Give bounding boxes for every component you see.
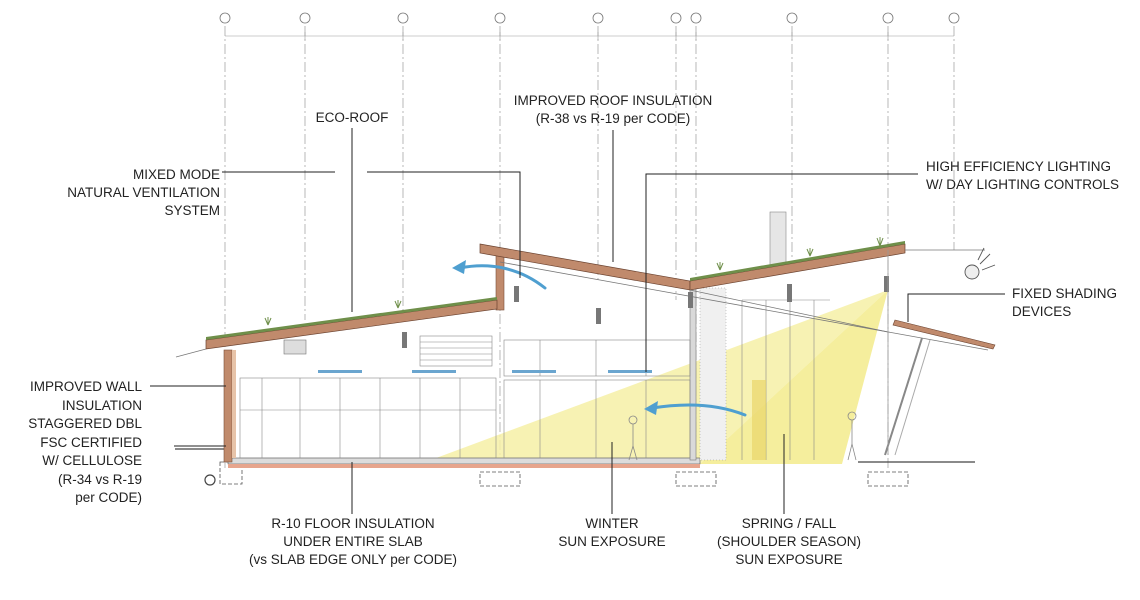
label-eco-roof: ECO-ROOF <box>315 110 389 125</box>
hvac-unit <box>283 339 307 355</box>
leader-lines <box>150 128 1005 514</box>
label-fixed-shading: FIXED SHADING DEVICES <box>1012 286 1118 319</box>
dimension-string <box>225 32 954 40</box>
label-floor-insulation: R-10 FLOOR INSULATION UNDER ENTIRE SLAB … <box>248 516 458 567</box>
label-lighting: HIGH EFFICIENCY LIGHTING W/ DAY LIGHTING… <box>926 159 1120 192</box>
label-winter-sun: WINTER SUN EXPOSURE <box>558 516 666 549</box>
label-roof-insulation: IMPROVED ROOF INSULATION (R-38 vs R-19 p… <box>513 93 713 126</box>
airflow-arrow-icon <box>458 264 747 417</box>
chimney <box>769 211 787 269</box>
label-shoulder-sun: SPRING / FALL (SHOULDER SEASON) SUN EXPO… <box>716 516 862 567</box>
interior-column <box>689 284 697 461</box>
shoulder-sun-zone <box>700 290 888 464</box>
winter-sun-zone <box>420 290 888 464</box>
label-wall-insulation: IMPROVED WALL INSULATION STAGGERED DBL F… <box>28 379 142 505</box>
upper-roof <box>479 241 985 291</box>
label-natural-ventilation: MIXED MODE NATURAL VENTILATION SYSTEM <box>67 167 220 218</box>
cross-braces <box>499 261 989 351</box>
stone-wall <box>699 287 727 461</box>
light-fixtures <box>318 370 652 373</box>
west-wall <box>223 349 233 463</box>
roof-plants <box>264 237 884 326</box>
pendant-lights <box>402 276 889 348</box>
sun-icon <box>964 247 996 280</box>
grid-bubbles <box>219 12 960 24</box>
shoulder-wall-shadow <box>752 380 766 460</box>
lower-roof <box>175 297 498 358</box>
floor-insulation-layer <box>228 464 700 468</box>
drain-icon <box>204 474 216 486</box>
shading-device <box>884 250 996 456</box>
ground-line <box>175 448 975 463</box>
west-wall-insulation <box>232 350 236 458</box>
foundations <box>219 461 909 487</box>
airflow-arrowheads <box>452 260 658 415</box>
human-figure-icon <box>628 411 857 461</box>
